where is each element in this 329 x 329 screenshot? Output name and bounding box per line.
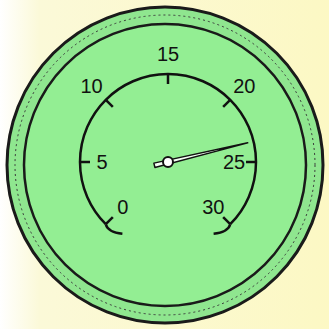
scale-tick [106, 100, 113, 107]
inner-rim [24, 24, 306, 306]
outer-rim [7, 7, 323, 323]
scale-tick [106, 217, 113, 224]
scale-number: 25 [223, 152, 245, 172]
scale-tick [223, 100, 230, 107]
scale-number: 10 [81, 76, 103, 96]
scale-number: 20 [233, 76, 255, 96]
scale-arc [80, 74, 256, 224]
needle-pivot [163, 157, 173, 167]
scale-number: 0 [117, 197, 128, 217]
scale-tick [223, 217, 230, 224]
scale-tick [80, 161, 90, 164]
arc-hook [214, 224, 231, 234]
scale-number: 15 [157, 44, 179, 64]
scale-number: 5 [96, 152, 107, 172]
rim-texture [15, 15, 315, 315]
arc-hook [106, 224, 123, 234]
dial-scale [80, 74, 256, 234]
scale-tick [167, 74, 170, 84]
scale-number: 30 [202, 197, 224, 217]
scale-tick [246, 161, 256, 164]
